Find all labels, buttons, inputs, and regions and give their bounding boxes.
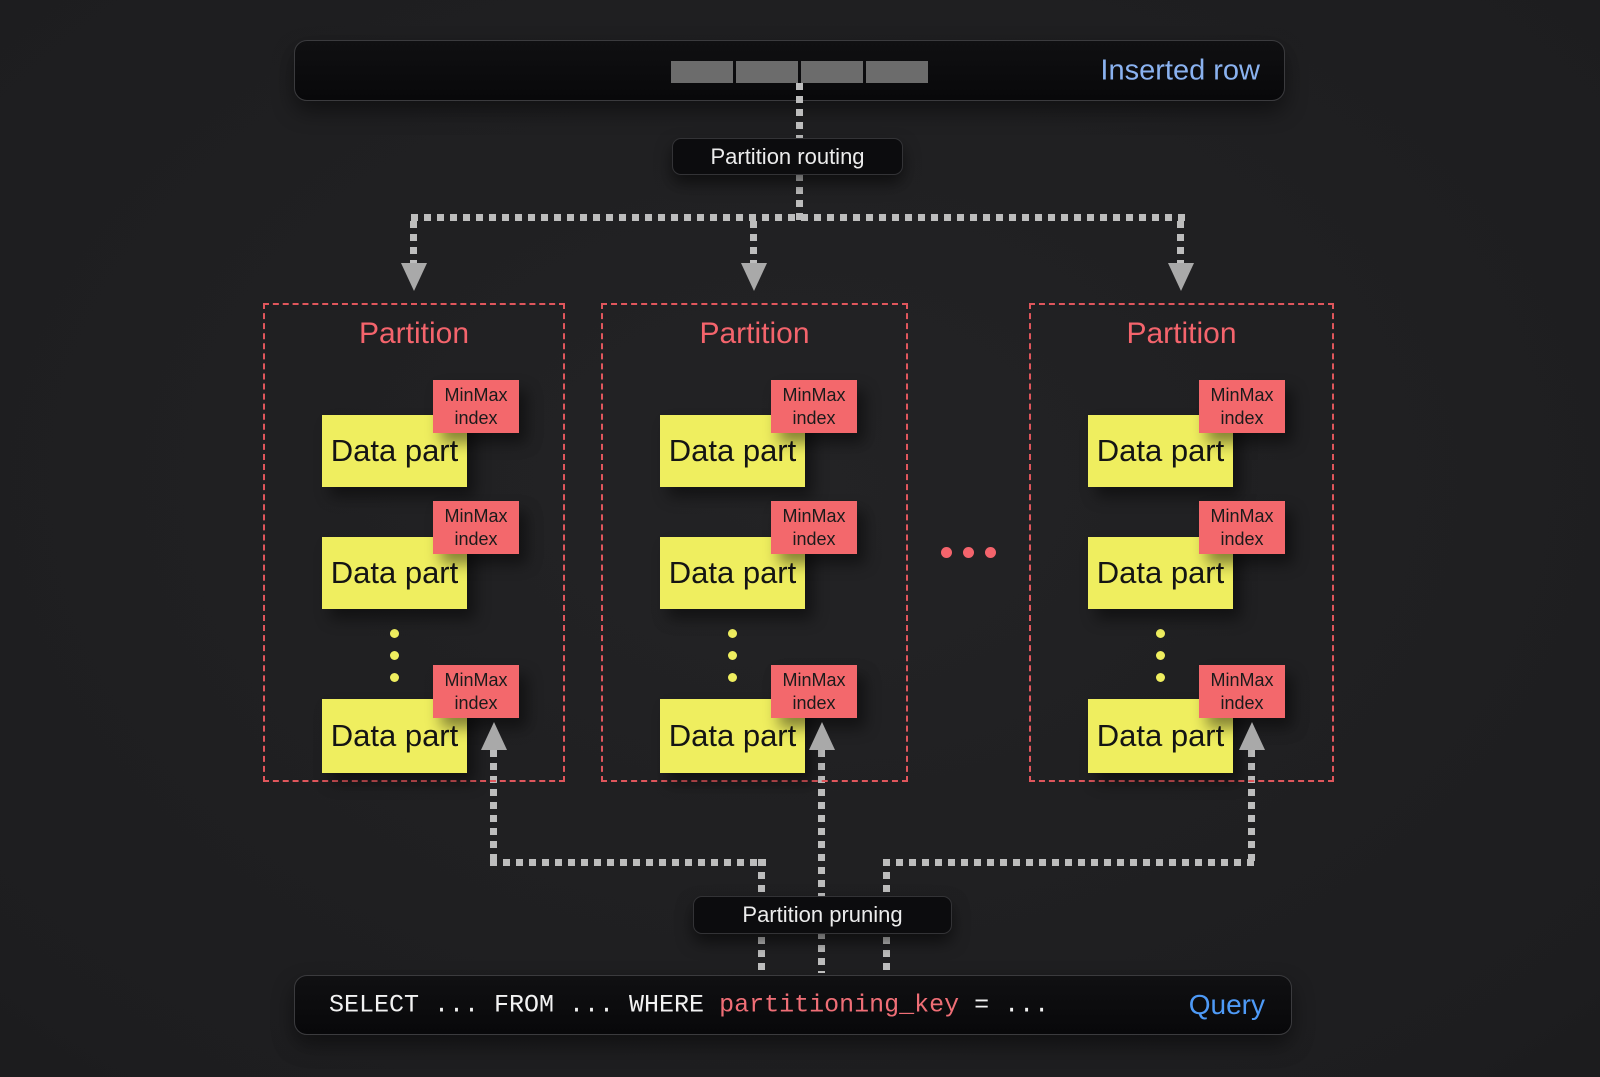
vertical-ellipsis-dot: [390, 673, 399, 682]
minmax-line: MinMax: [444, 670, 508, 690]
inserted-row-panel: Inserted row: [294, 40, 1285, 101]
minmax-index-tag: MinMax index: [433, 501, 519, 554]
minmax-line: index: [792, 528, 836, 549]
partition-routing-pill: Partition routing: [672, 138, 903, 175]
minmax-index-tag: MinMax index: [1199, 665, 1285, 718]
partition-pruning-pill: Partition pruning: [693, 896, 952, 934]
vertical-ellipsis-dot: [390, 629, 399, 638]
minmax-line: index: [454, 528, 498, 549]
partition-ellipsis-dot: [963, 547, 974, 558]
minmax-line: index: [454, 692, 498, 713]
minmax-line: index: [792, 407, 836, 428]
pruning-line-left-horizontal: [490, 859, 766, 866]
vertical-ellipsis-dot: [1156, 629, 1165, 638]
minmax-line: index: [1220, 528, 1264, 549]
arrow-up-icon: [809, 722, 835, 750]
minmax-index-tag: MinMax index: [433, 380, 519, 433]
minmax-index-tag: MinMax index: [771, 501, 857, 554]
partition-title: Partition: [699, 317, 810, 350]
partition-box-3: Partition MinMax index Data part MinMax …: [1029, 303, 1334, 782]
minmax-line: MinMax: [1210, 670, 1274, 690]
minmax-line: index: [1220, 692, 1264, 713]
routing-drop-line-middle: [750, 221, 757, 263]
arrow-down-icon: [401, 263, 427, 291]
partition-title: Partition: [1126, 317, 1237, 350]
arrow-down-icon: [741, 263, 767, 291]
minmax-index-tag: MinMax index: [1199, 501, 1285, 554]
pruning-line-left-riser: [490, 750, 497, 861]
partition-pruning-label: Partition pruning: [742, 902, 903, 927]
inserted-row-label: Inserted row: [1100, 54, 1260, 86]
partition-title: Partition: [358, 317, 470, 350]
vertical-ellipsis-dot: [728, 673, 737, 682]
pruning-line-middle: [818, 750, 825, 973]
vertical-ellipsis-dot: [1156, 651, 1165, 660]
arrow-down-icon: [1168, 263, 1194, 291]
arrow-up-icon: [1239, 722, 1265, 750]
row-segment: [866, 61, 928, 83]
routing-branch-line: [411, 214, 1185, 221]
minmax-line: MinMax: [444, 385, 508, 405]
arrow-up-icon: [481, 722, 507, 750]
partition-ellipsis-dot: [985, 547, 996, 558]
minmax-line: MinMax: [1210, 506, 1274, 526]
routing-drop-line-right: [1177, 221, 1184, 263]
minmax-line: MinMax: [1210, 385, 1274, 405]
vertical-ellipsis-dot: [1156, 673, 1165, 682]
row-segment: [801, 61, 863, 83]
minmax-line: MinMax: [782, 670, 846, 690]
query-partitioning-key: partitioning_key: [719, 990, 960, 1020]
partition-ellipsis-dot: [941, 547, 952, 558]
pruning-line-right-riser: [1248, 750, 1255, 861]
query-code-after: = ...: [959, 990, 1050, 1020]
pruning-line-right-horizontal: [883, 859, 1256, 866]
minmax-line: index: [1220, 407, 1264, 428]
partition-box-1: Partition MinMax index Data part MinMax …: [263, 303, 565, 782]
minmax-line: MinMax: [782, 506, 846, 526]
minmax-index-tag: MinMax index: [1199, 380, 1285, 433]
vertical-ellipsis-dot: [390, 651, 399, 660]
partition-box-2: Partition MinMax index Data part MinMax …: [601, 303, 908, 782]
minmax-index-tag: MinMax index: [771, 380, 857, 433]
data-part-box: Data part: [322, 699, 467, 773]
minmax-line: index: [454, 407, 498, 428]
minmax-index-tag: MinMax index: [771, 665, 857, 718]
query-label: Query: [1188, 989, 1265, 1020]
query-panel: SELECT ... FROM ... WHERE partitioning_k…: [294, 975, 1292, 1035]
vertical-ellipsis-dot: [728, 629, 737, 638]
query-code-before: SELECT ... FROM ... WHERE: [329, 990, 720, 1020]
partition-routing-label: Partition routing: [710, 143, 865, 169]
vertical-ellipsis-dot: [728, 651, 737, 660]
minmax-line: MinMax: [444, 506, 508, 526]
row-segment: [671, 61, 733, 83]
query-code: SELECT ... FROM ... WHERE partitioning_k…: [329, 991, 1049, 1020]
routing-drop-line-left: [410, 221, 417, 263]
minmax-index-tag: MinMax index: [433, 665, 519, 718]
minmax-line: index: [792, 692, 836, 713]
minmax-line: MinMax: [782, 385, 846, 405]
inserted-row-segments: [671, 61, 928, 83]
row-segment: [736, 61, 798, 83]
